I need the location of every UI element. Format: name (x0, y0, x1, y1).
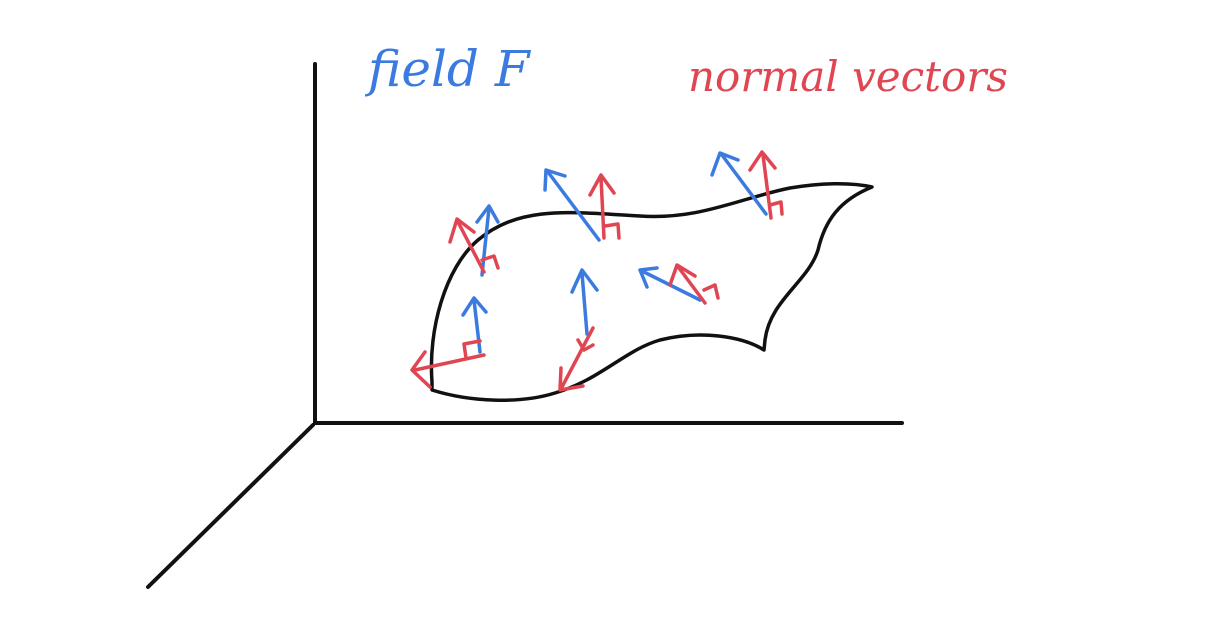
normal-vector (558, 326, 595, 392)
surface-outline (429, 182, 874, 402)
field-vector (543, 168, 601, 242)
normal-vectors-label: normal vectors (688, 52, 1008, 101)
vector-pair-5 (558, 268, 599, 392)
field-vector (461, 296, 488, 354)
vector-pair-3 (543, 168, 621, 242)
y-axis (146, 423, 315, 589)
field-vector (710, 151, 768, 216)
normal-vector (748, 150, 784, 220)
vector-pair-1 (410, 296, 488, 389)
field-vector (475, 204, 500, 277)
normal-vector (410, 339, 486, 389)
vector-pair-2 (448, 204, 500, 277)
normal-vector (588, 173, 621, 240)
normal-vector (668, 263, 720, 305)
field-vector (570, 268, 599, 336)
field-label: field F (368, 40, 530, 98)
normal-vector (448, 217, 500, 274)
axes (146, 62, 904, 589)
field-vector (638, 266, 702, 302)
vector-pair-6 (638, 263, 720, 305)
vector-pair-4 (710, 150, 784, 220)
